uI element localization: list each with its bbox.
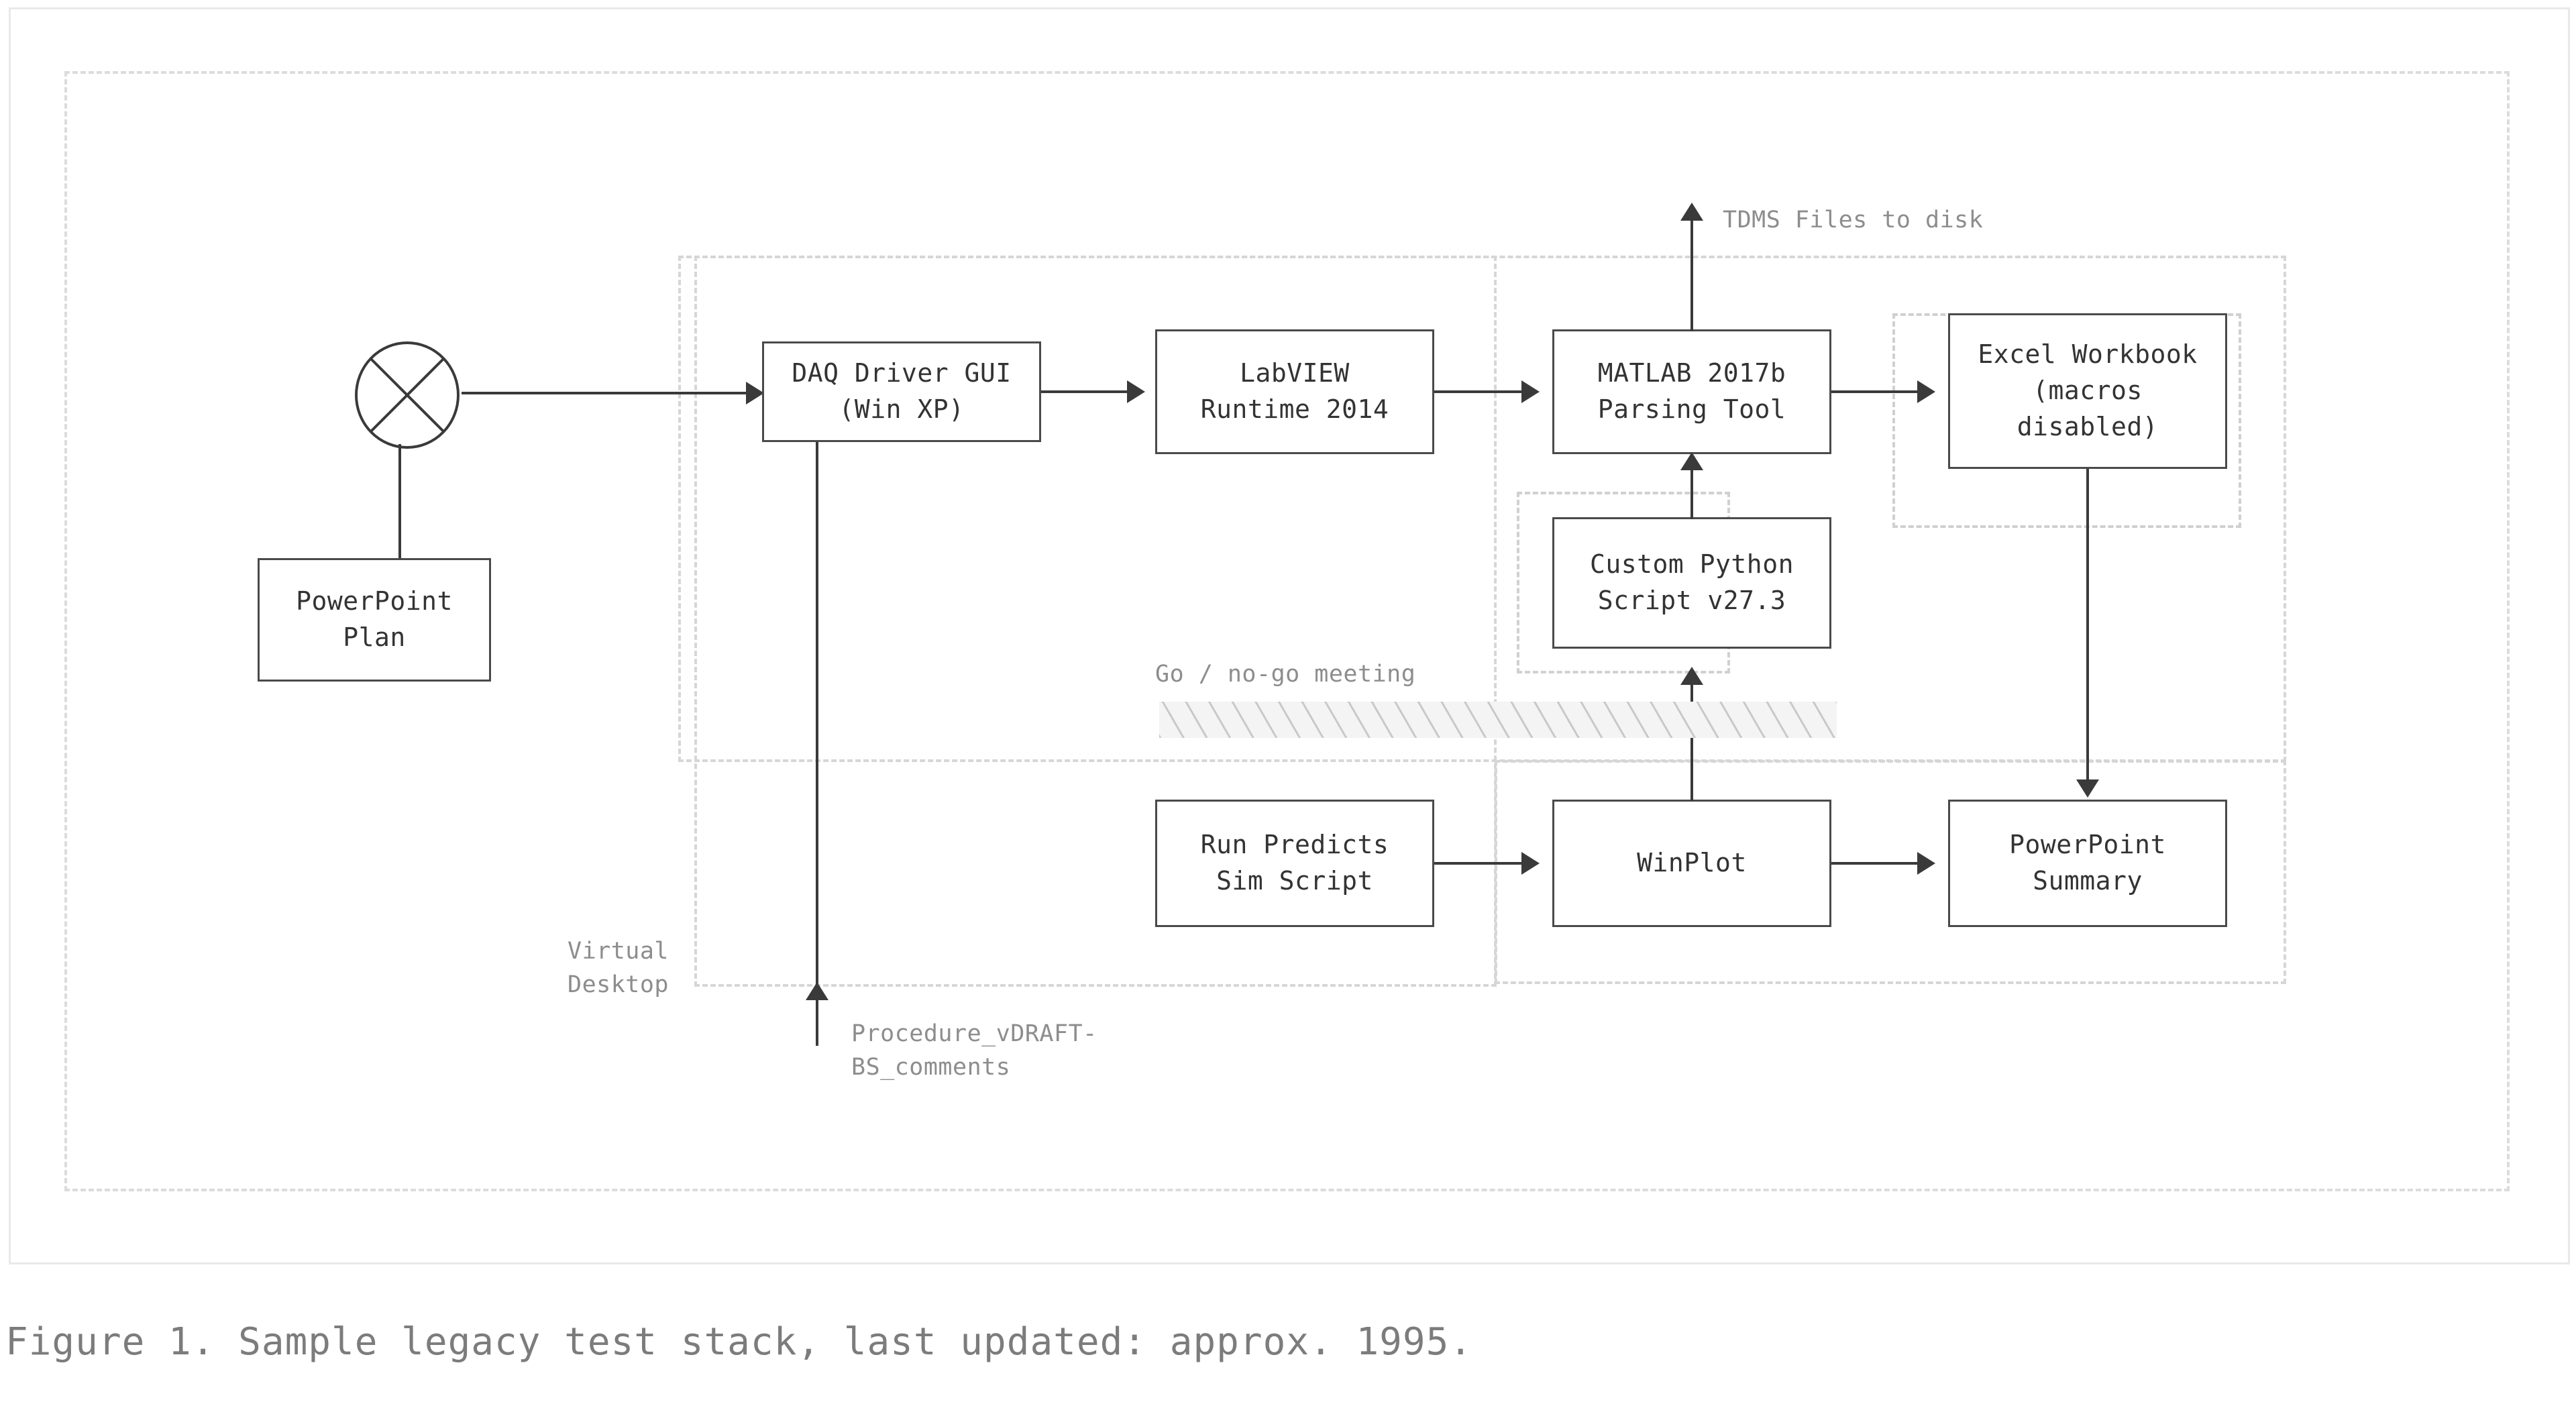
arrowhead-winplot-to-powerpoint-summary [1917,852,1935,875]
node-winplot[interactable]: WinPlot [1552,800,1831,927]
connector-source-to-powerpoint-plan [398,444,401,559]
connector-daq-to-labview [1041,390,1128,393]
figure-caption: Figure 1. Sample legacy test stack, last… [5,1320,1473,1364]
arrowhead-python-to-matlab [1680,452,1703,470]
connector-procedure-to-daq [816,442,818,1046]
connector-run-predicts-to-winplot [1434,862,1521,865]
connector-matlab-to-tdms [1690,219,1693,331]
figure-frame: PowerPoint Plan DAQ Driver GUI (Win XP) … [9,7,2570,1264]
connector-source-to-daq [462,392,749,394]
arrowhead-procedure-to-daq [806,982,828,1000]
arrowhead-labview-to-matlab [1521,380,1540,403]
arrowhead-matlab-to-tdms [1680,203,1703,221]
crossed-circle-source-icon [352,339,463,451]
node-powerpoint-plan[interactable]: PowerPoint Plan [258,558,491,682]
annotation-tdms-output: TDMS Files to disk [1723,207,1984,233]
connector-winplot-to-python [1690,680,1693,801]
arrowhead-winplot-to-python [1680,667,1703,685]
arrowhead-run-predicts-to-winplot [1521,852,1540,875]
zone-virtual-desktop-boundary [694,256,1497,987]
arrowhead-source-to-daq [746,382,764,404]
node-custom-python-script[interactable]: Custom Python Script v27.3 [1552,517,1831,649]
annotation-go-no-go-meeting: Go / no-go meeting [1155,661,1416,688]
node-labview-runtime[interactable]: LabVIEW Runtime 2014 [1155,329,1434,454]
zone-reporting-boundary [1495,760,2286,984]
zone-outer-system-boundary [64,71,2510,1191]
arrowhead-daq-to-labview [1127,380,1145,403]
node-matlab-parsing-tool[interactable]: MATLAB 2017b Parsing Tool [1552,329,1831,454]
connector-matlab-to-excel [1831,390,1919,393]
connector-winplot-to-powerpoint-summary [1831,862,1919,865]
arrowhead-excel-to-powerpoint-summary [2076,779,2099,798]
node-run-predicts-sim-script[interactable]: Run Predicts Sim Script [1155,800,1434,927]
go-no-go-meeting-bar [1159,702,1837,738]
connector-python-to-matlab [1690,457,1693,519]
node-powerpoint-summary[interactable]: PowerPoint Summary [1948,800,2227,927]
connector-labview-to-matlab [1434,390,1521,393]
connector-excel-to-powerpoint-summary [2086,469,2089,781]
arrowhead-matlab-to-excel [1917,380,1935,403]
annotation-procedure-document: Procedure_vDRAFT- BS_comments [851,1020,1097,1081]
node-excel-workbook[interactable]: Excel Workbook (macros disabled) [1948,313,2227,469]
node-daq-driver-gui[interactable]: DAQ Driver GUI (Win XP) [762,341,1041,442]
annotation-virtual-desktop: Virtual Desktop [568,938,669,998]
